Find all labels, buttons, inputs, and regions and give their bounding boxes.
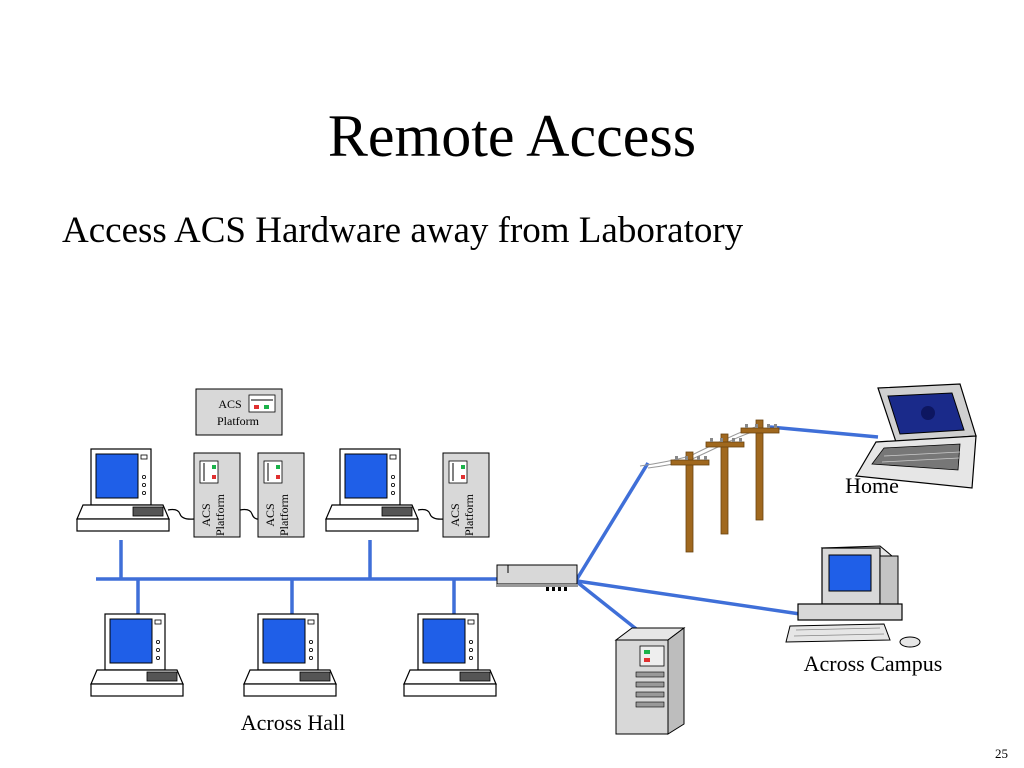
server-tower-icon [614, 627, 686, 735]
desktop-computer-icon [403, 613, 497, 697]
acs-platform-top: ACS Platform [195, 388, 283, 436]
link-server [575, 580, 642, 634]
network-hub-icon [496, 564, 578, 591]
across-campus-label: Across Campus [804, 651, 943, 676]
link-to-poles [575, 462, 650, 580]
home-label: Home [845, 473, 899, 498]
desktop-computer-icon [325, 448, 419, 532]
platform-top-label-line1: ACS [218, 397, 241, 411]
link-home [769, 425, 879, 439]
platform-a-label-line2: Platform [213, 493, 227, 536]
link-campus [576, 579, 801, 616]
platform-b-label-line2: Platform [277, 493, 291, 536]
acs-platform-b: ACS Platform [257, 452, 305, 538]
desktop-computer-icon [90, 613, 184, 697]
platform-c-label-line1: ACS [448, 503, 462, 526]
across-hall-label: Across Hall [241, 710, 345, 735]
campus-computer-icon [785, 545, 921, 648]
platform-b-label-line1: ACS [263, 503, 277, 526]
acs-platform-c: ACS Platform [442, 452, 490, 538]
page-number: 25 [995, 746, 1008, 761]
slide-subtitle: Access ACS Hardware away from Laboratory [62, 210, 744, 251]
platform-top-label-line2: Platform [217, 414, 260, 428]
laptop-icon [855, 383, 977, 489]
telephone-poles-icon [639, 419, 780, 553]
platform-a-label-line1: ACS [199, 503, 213, 526]
slide-title: Remote Access [327, 103, 697, 169]
acs-platform-a: ACS Platform [193, 452, 241, 538]
network-lines [96, 425, 879, 634]
desktop-computer-icon [76, 448, 170, 532]
platform-c-label-line2: Platform [462, 493, 476, 536]
desktop-computer-icon [243, 613, 337, 697]
